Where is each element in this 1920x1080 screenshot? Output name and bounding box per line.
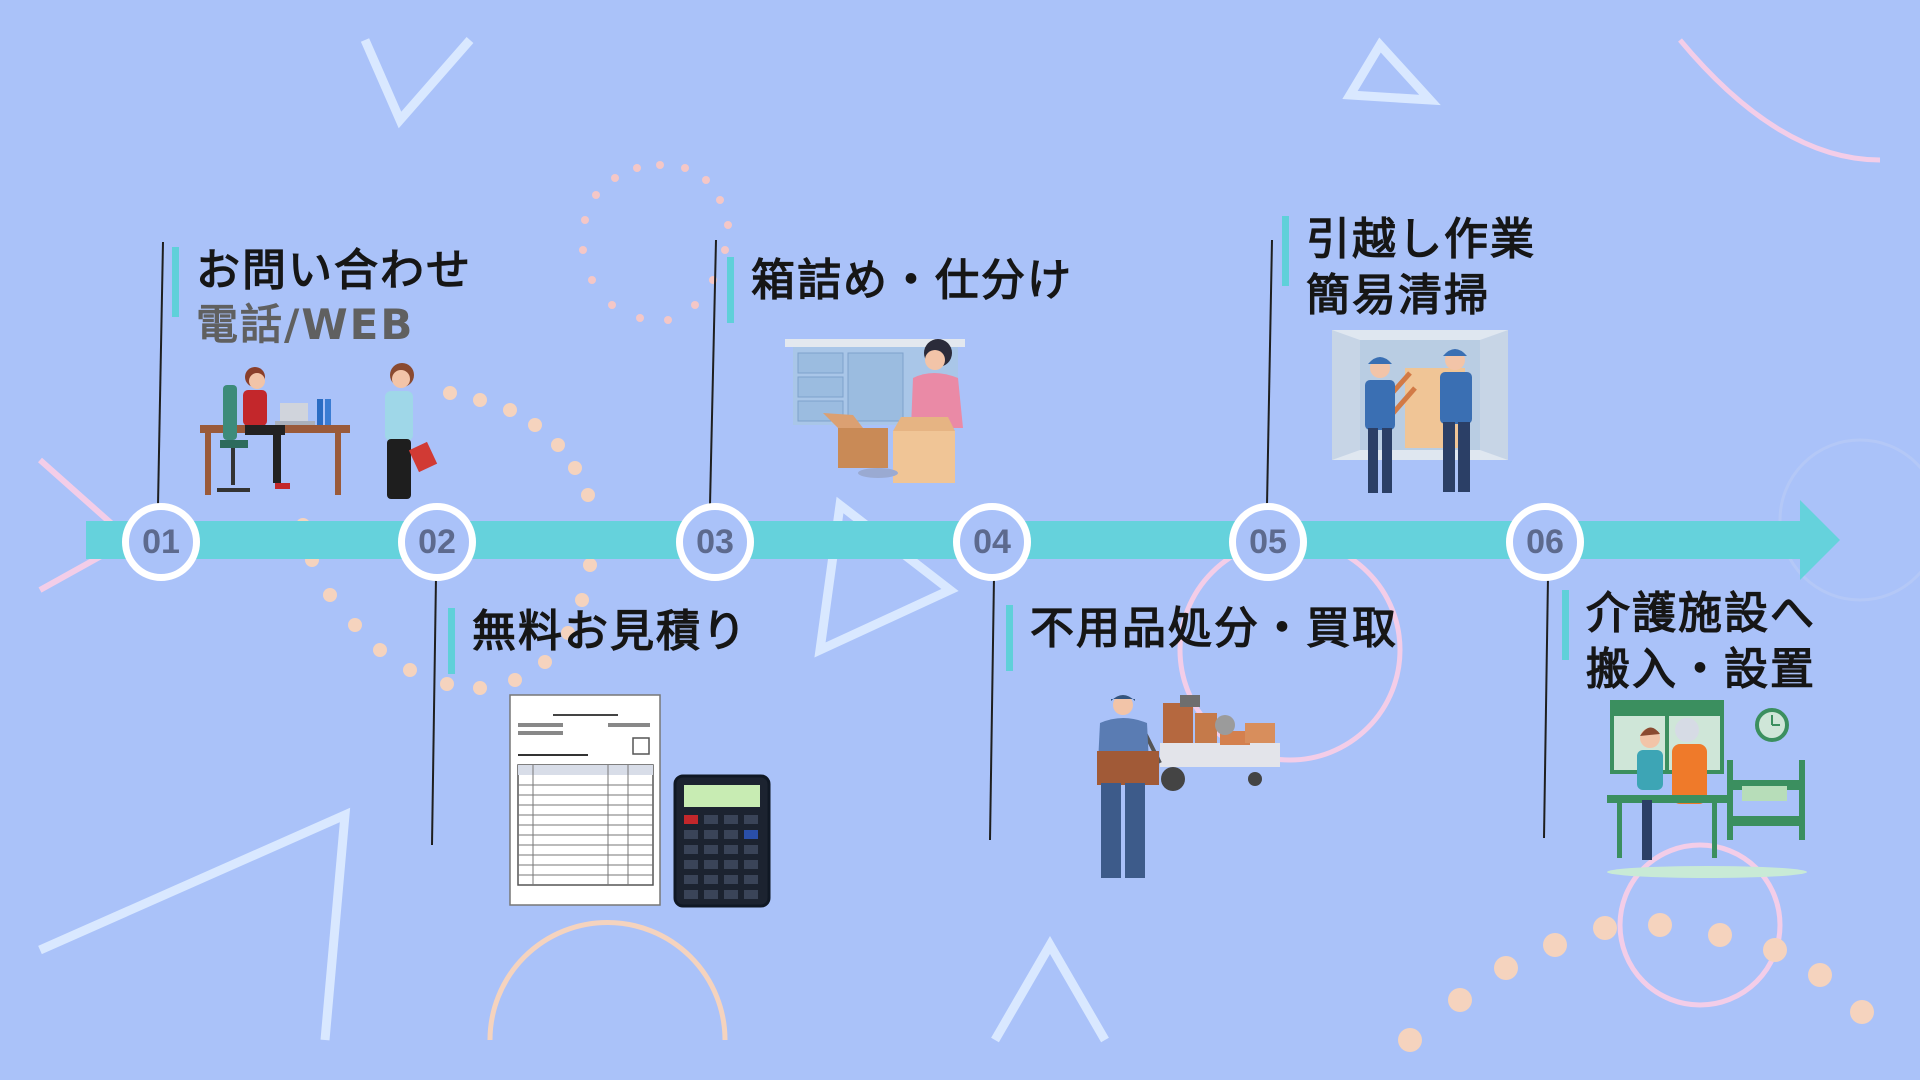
accent-bar [448, 608, 455, 674]
leader-line-02 [431, 576, 437, 846]
moving-truck-illustration [1332, 330, 1508, 493]
accent-bar [1006, 605, 1013, 671]
step-label-05: 引越し作業 簡易清掃 [1282, 212, 1536, 324]
leader-line-04 [989, 576, 995, 841]
accent-bar [172, 247, 179, 317]
step-title-line-2: 搬入・設置 [1586, 644, 1816, 695]
step-label-06: 介護施設へ 搬入・設置 [1562, 586, 1816, 698]
step-number: 04 [973, 522, 1011, 561]
disposal-cart-illustration [1097, 695, 1280, 878]
step-label-01: お問い合わせ 電話/WEB [172, 243, 472, 351]
step-number: 01 [142, 522, 180, 561]
timeline-arrow-head [1800, 500, 1840, 580]
step-number: 02 [418, 522, 456, 561]
step-number: 05 [1249, 522, 1287, 561]
estimate-calculator-illustration [509, 694, 771, 908]
packing-boxes-illustration [785, 339, 965, 483]
step-title: 不用品処分・買取 [1030, 603, 1398, 654]
step-number: 03 [696, 522, 734, 561]
step-title-line-2: 簡易清掃 [1306, 270, 1490, 321]
leader-line-06 [1543, 576, 1549, 839]
step-node-05: 05 [1229, 503, 1307, 581]
leader-line-03 [709, 239, 717, 506]
accent-bar [1562, 590, 1569, 660]
step-title: 箱詰め・仕分け [751, 255, 1073, 306]
leader-line-05 [1266, 239, 1273, 506]
leader-line-01 [157, 241, 164, 506]
accent-bar [727, 257, 734, 323]
accent-bar [1282, 216, 1289, 286]
step-number: 06 [1526, 522, 1564, 561]
step-label-02: 無料お見積り [448, 604, 748, 674]
step-node-03: 03 [676, 503, 754, 581]
step-title-line-1: 引越し作業 [1306, 214, 1536, 265]
step-subtitle: 電話/WEB [196, 300, 415, 349]
step-node-02: 02 [398, 503, 476, 581]
care-facility-illustration [1607, 700, 1807, 878]
step-node-04: 04 [953, 503, 1031, 581]
step-node-01: 01 [122, 503, 200, 581]
step-title: お問い合わせ [196, 245, 472, 296]
office-phone-illustration [200, 363, 438, 499]
step-label-04: 不用品処分・買取 [1006, 601, 1398, 671]
step-node-06: 06 [1506, 503, 1584, 581]
step-title-line-1: 介護施設へ [1586, 588, 1816, 639]
step-title: 無料お見積り [472, 606, 748, 657]
step-label-03: 箱詰め・仕分け [727, 253, 1073, 323]
